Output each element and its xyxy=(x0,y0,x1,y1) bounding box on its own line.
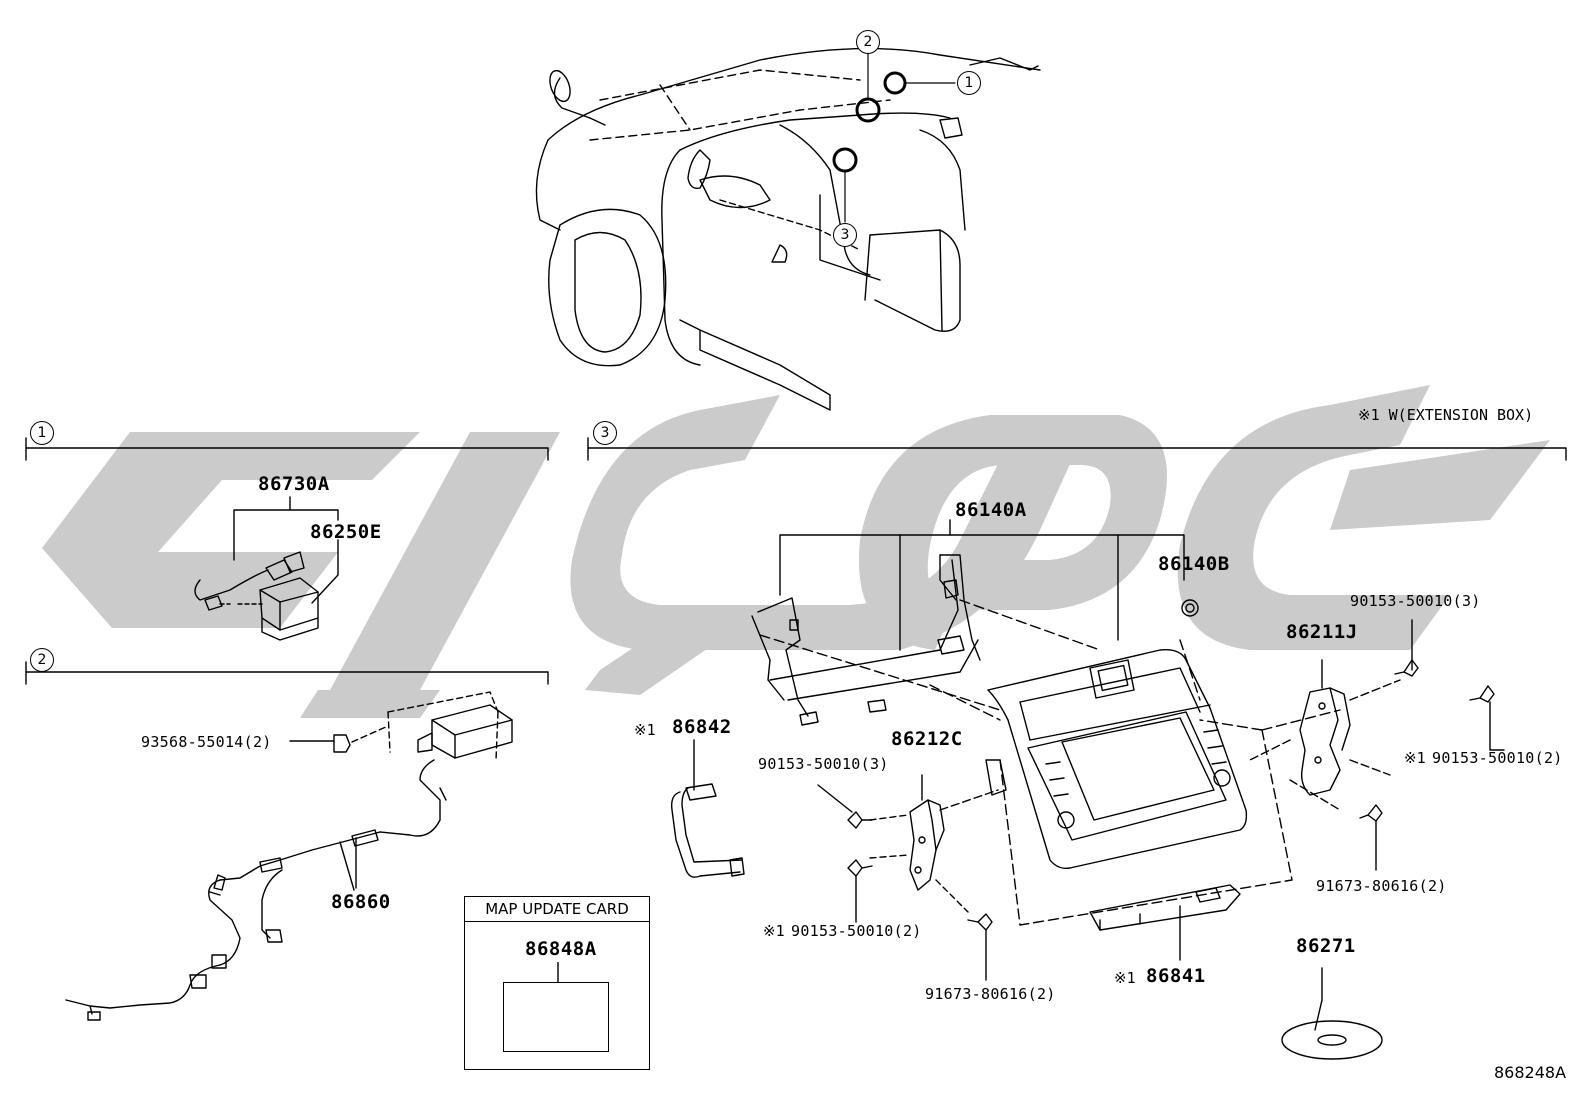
map-update-card-illustration xyxy=(503,982,609,1052)
card-leader xyxy=(557,962,559,982)
callout-1: 1 xyxy=(957,71,981,95)
fastener-label-91673-80616-right: 91673-80616(2) xyxy=(1316,877,1447,895)
map-update-card-title: MAP UPDATE CARD xyxy=(465,897,649,922)
fastener-90153-2-left-mark: ※1 xyxy=(763,922,785,940)
part-label-86140A: 86140A xyxy=(955,499,1027,521)
fastener-label-90153-50010-2-right: 90153-50010(2) xyxy=(1432,749,1563,767)
fastener-label-93568-55014: 93568-55014(2) xyxy=(141,733,272,751)
part-label-86730A: 86730A xyxy=(258,473,330,495)
part-label-86140B: 86140B xyxy=(1158,553,1230,575)
part-label-86842: 86842 xyxy=(672,716,732,738)
section-frames xyxy=(25,437,1567,685)
part-label-86860: 86860 xyxy=(331,891,391,913)
section3-drawing xyxy=(670,519,1505,1060)
part-86841-mark: ※1 xyxy=(1114,969,1136,987)
fastener-label-90153-50010-2-left: 90153-50010(2) xyxy=(791,922,922,940)
part-label-86250E: 86250E xyxy=(310,521,382,543)
section2-marker: 2 xyxy=(30,648,54,672)
vehicle-interior-view xyxy=(535,47,1041,411)
callout-3: 3 xyxy=(833,223,857,247)
vehicle-callout-markers xyxy=(832,71,907,173)
part-label-86271: 86271 xyxy=(1296,935,1356,957)
fastener-label-90153-50010-3-left: 90153-50010(3) xyxy=(758,755,889,773)
part-label-86848A: 86848A xyxy=(525,938,597,960)
part-86842-mark: ※1 xyxy=(634,721,656,739)
callout-2: 2 xyxy=(856,30,880,54)
fastener-label-91673-80616-left: 91673-80616(2) xyxy=(925,985,1056,1003)
callout-leaders xyxy=(844,51,956,223)
watermark-logo xyxy=(42,385,1550,718)
part-label-86841: 86841 xyxy=(1146,965,1206,987)
fastener-90153-2-right-mark: ※1 xyxy=(1404,749,1426,767)
extension-box-note: ※1 W(EXTENSION BOX) xyxy=(1358,406,1534,424)
fastener-label-90153-50010-3-right: 90153-50010(3) xyxy=(1350,592,1481,610)
section3-marker: 3 xyxy=(593,421,617,445)
section2-drawing xyxy=(65,691,513,1021)
part-label-86211J: 86211J xyxy=(1286,621,1358,643)
part-label-86212C: 86212C xyxy=(891,728,963,750)
section1-drawing xyxy=(194,496,339,641)
section1-marker: 1 xyxy=(30,421,54,445)
map-update-card-box: MAP UPDATE CARD 86848A xyxy=(464,896,650,1070)
diagram-code: 868248A xyxy=(1494,1063,1567,1082)
